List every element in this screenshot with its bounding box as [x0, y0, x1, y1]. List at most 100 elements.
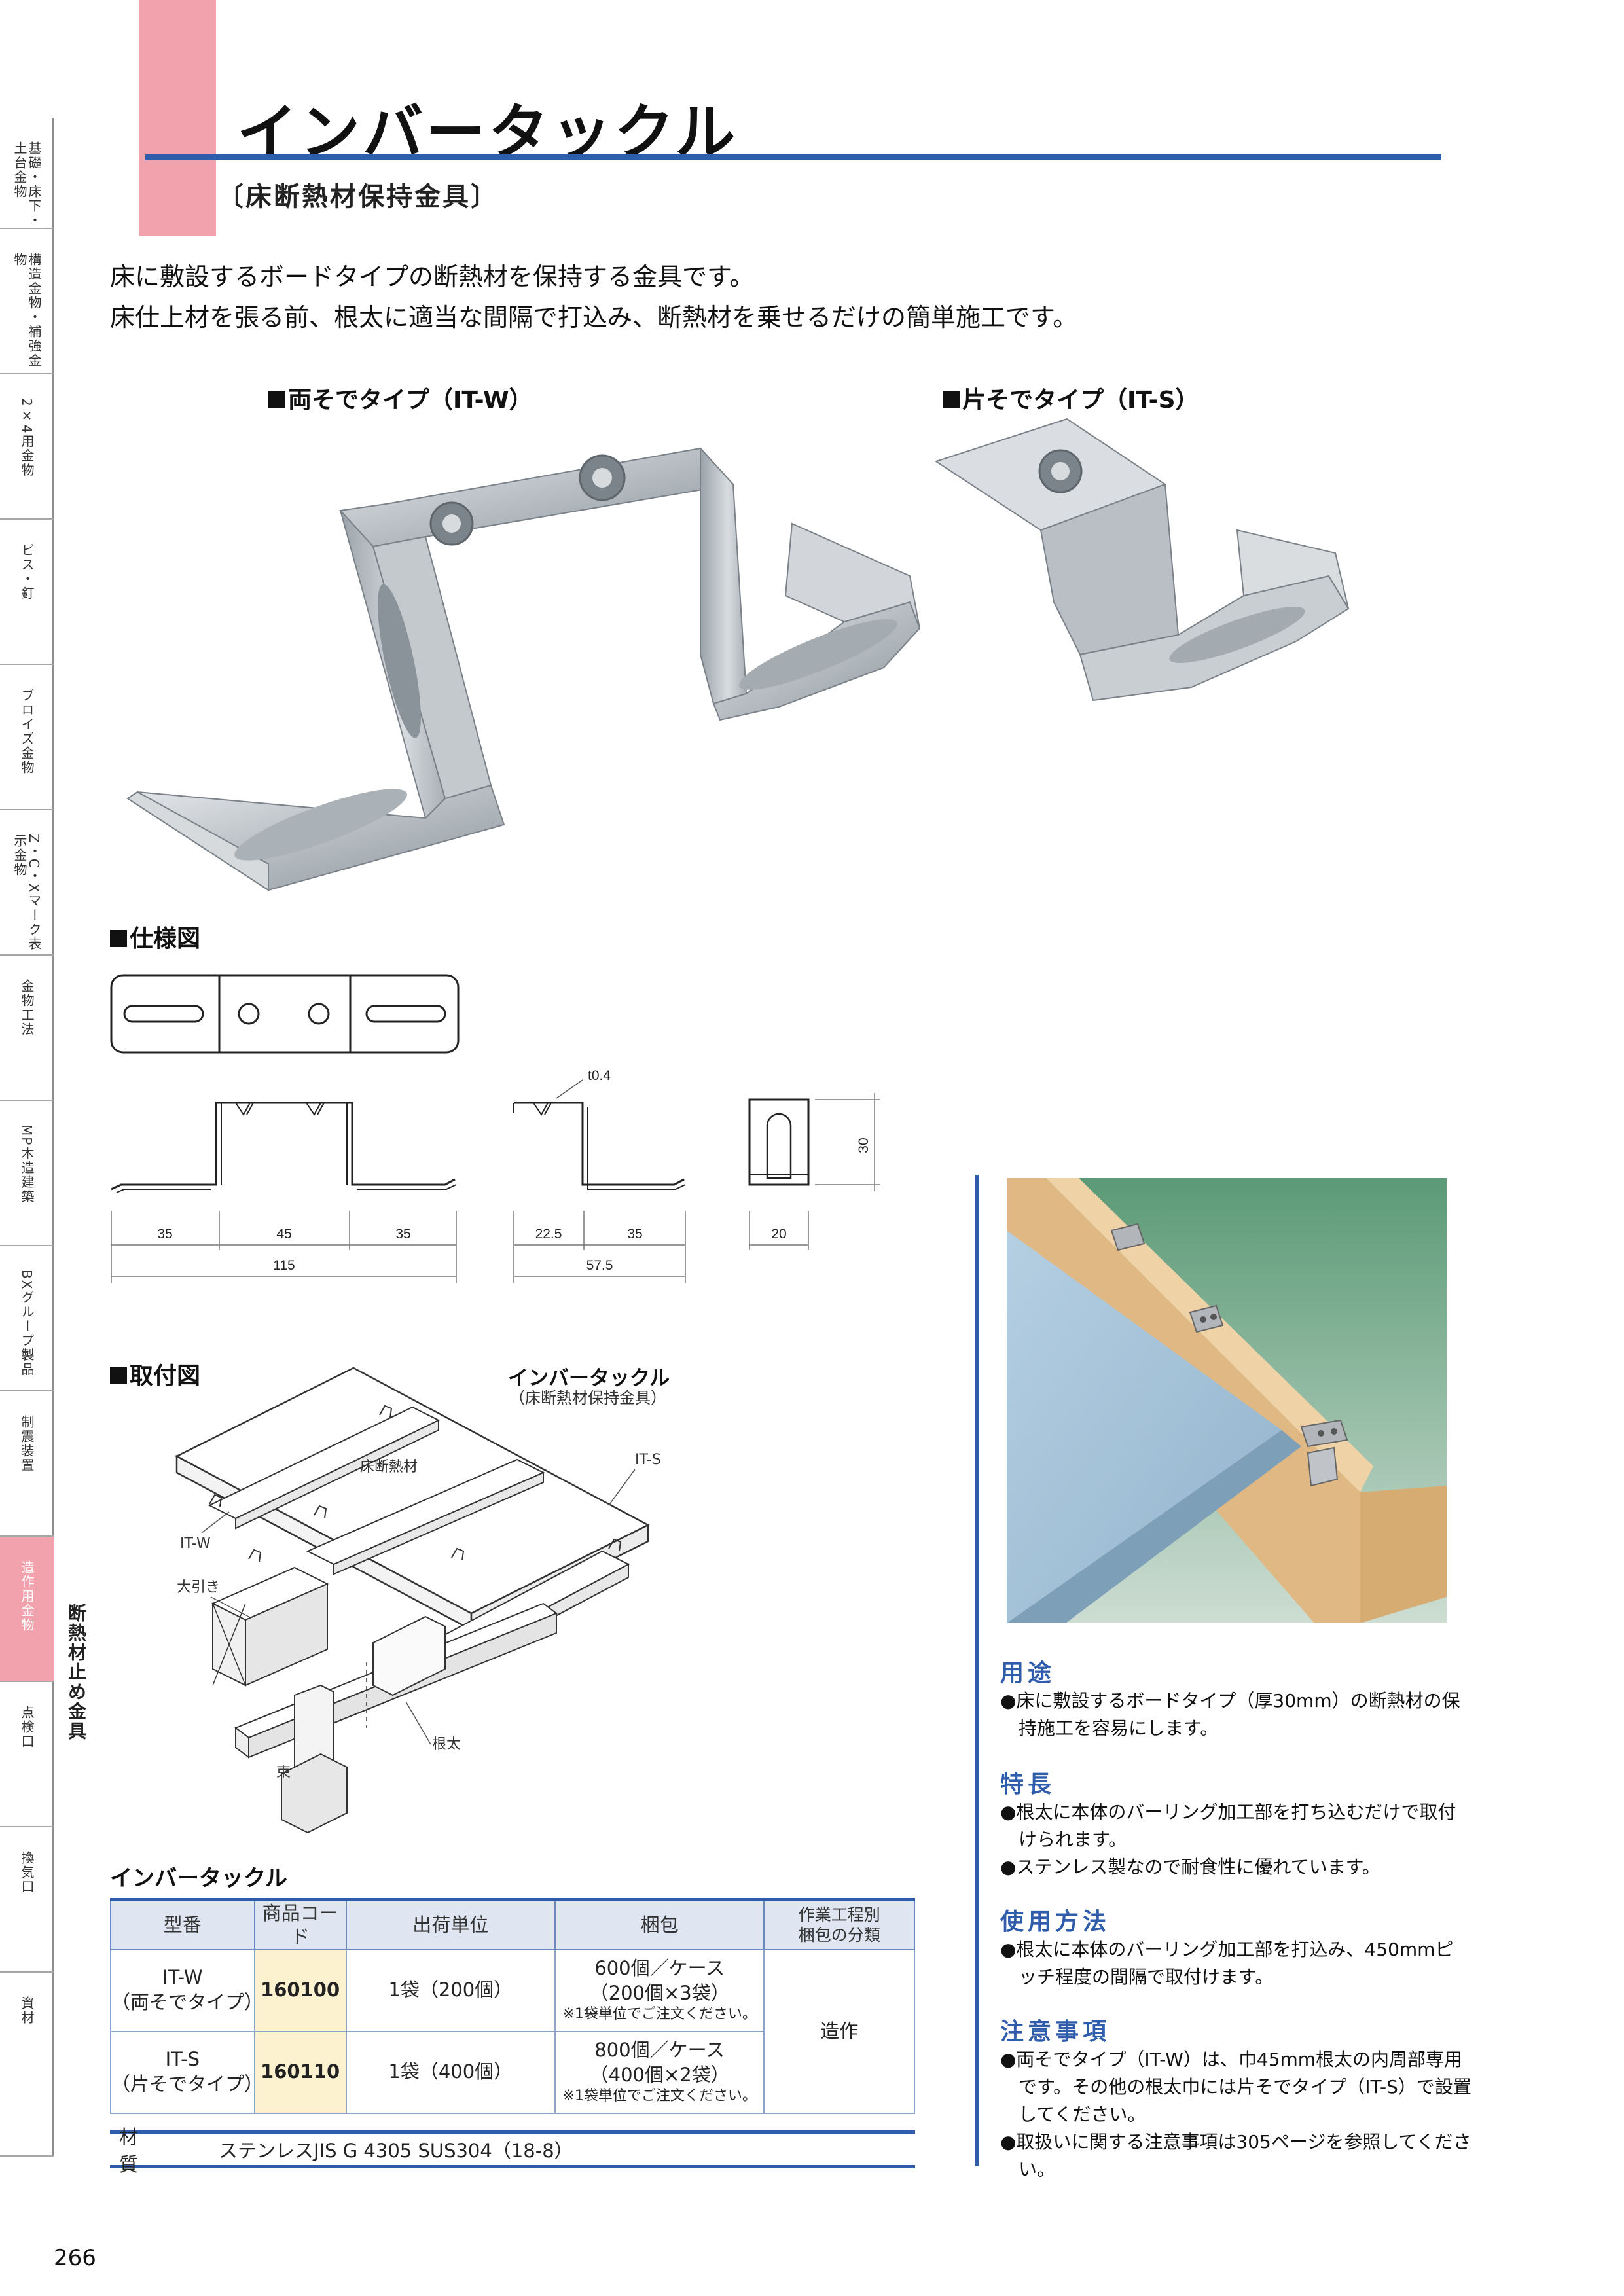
cell-code: 160100 [253, 1948, 347, 2032]
label-post: 束 [276, 1765, 291, 1781]
tab-brois[interactable]: ブロイズ金物 [0, 665, 54, 810]
installation-photo [1007, 1178, 1447, 1623]
tab-materials[interactable]: 資材 [0, 1973, 54, 2157]
usage-text: ●床に敷設するボードタイプ（厚30mm）の断熱材の保持施工を容易にします。 [1000, 1687, 1471, 1742]
cell-category: 造作 [763, 1948, 915, 2114]
pack-note: ※1袋単位でご注文ください。 [562, 2006, 757, 2023]
header-category: 作業工程別 梱包の分類 [763, 1898, 915, 1950]
features-heading: 特長 [1000, 1771, 1056, 1798]
tab-label: ビス・釘 [19, 543, 35, 601]
pack-text: 800個／ケース （400個×2袋） [589, 2039, 730, 2086]
header-unit: 出荷単位 [345, 1898, 556, 1950]
tab-screws[interactable]: ビス・釘 [0, 520, 54, 665]
tab-label: ブロイズ金物 [19, 689, 35, 775]
tab-foundation[interactable]: 基礎・床下・土台金物 [0, 118, 54, 229]
cell-code: 160110 [253, 2030, 347, 2114]
page-subtitle: 〔床断熱材保持金具〕 [217, 182, 499, 212]
table-row: IT-W （両そでタイプ） 160100 1袋（200個） 600個／ケース （… [110, 1948, 915, 2114]
material-row: 材 質 ステンレスJIS G 4305 SUS304（18-8） [110, 2126, 915, 2176]
intro-text: 床に敷設するボードタイプの断熱材を保持する金具です。 床仕上材を張る前、根太に適… [110, 257, 1077, 338]
dim-label: 35 [157, 1227, 172, 1242]
method-text: ●根太に本体のバーリング加工部を打込み、450mmピッチ程度の間隔で取付けます。 [1000, 1936, 1471, 1991]
tab-label: 構造金物・補強金物 [12, 253, 42, 368]
tab-method[interactable]: 金物工法 [0, 956, 54, 1101]
spec-drawing: 35 45 35 115 t0.4 22.5 35 57.5 30 20 [110, 974, 880, 1283]
header-pack: 梱包 [554, 1898, 765, 1950]
label-it-w: IT-W [180, 1535, 211, 1552]
caution-item: ●両そでタイプ（IT-W）は、巾45mm根太の内周部専用です。その他の根太巾には… [1000, 2049, 1471, 2125]
install-product-sub: （床断熱材保持金具） [509, 1389, 666, 1407]
title-rule [145, 154, 1441, 160]
dim-label: 45 [276, 1227, 291, 1242]
tab-label: Z・C・Xマーク表示金物 [12, 834, 42, 952]
cell-pack: 600個／ケース （200個×3袋） ※1袋単位でご注文ください。 [554, 1948, 765, 2032]
burring-slot [123, 1005, 204, 1023]
tab-label: 基礎・床下・土台金物 [12, 141, 42, 228]
dim-label: 22.5 [535, 1227, 562, 1242]
tab-label: MP木造建築 [19, 1124, 35, 1204]
material-value: ステンレスJIS G 4305 SUS304（18-8） [219, 2140, 573, 2162]
right-column-rule [975, 1175, 979, 2166]
thickness-label: t0.4 [588, 1068, 611, 1083]
tab-zcx[interactable]: Z・C・Xマーク表示金物 [0, 810, 54, 956]
intro-line: 床に敷設するボードタイプの断熱材を保持する金具です。 [110, 262, 755, 291]
category-label: 断熱材止め金具 [65, 1604, 87, 1741]
page-number: 266 [54, 2245, 96, 2271]
tab-label: 換気口 [19, 1851, 35, 1894]
tab-vent[interactable]: 換気口 [0, 1827, 54, 1973]
tab-bx[interactable]: BXグループ製品 [0, 1246, 54, 1391]
tab-2x4[interactable]: 2×4用金物 [0, 374, 54, 520]
install-drawing-label: 取付図 [130, 1363, 201, 1390]
table-title: インバータックル [110, 1865, 287, 1892]
tab-label: 点検口 [19, 1706, 35, 1749]
caution-text: ●両そでタイプ（IT-W）は、巾45mm根太の内周部専用です。その他の根太巾には… [1000, 2046, 1471, 2183]
usage-item: ●床に敷設するボードタイプ（厚30mm）の断熱材の保持施工を容易にします。 [1000, 1690, 1460, 1739]
dim-label: 35 [395, 1227, 410, 1242]
tab-label: 2×4用金物 [19, 398, 35, 478]
install-drawing: 床断熱材 IT-S IT-W 大引き 根太 束 [175, 1367, 661, 1834]
index-tabs: 基礎・床下・土台金物 構造金物・補強金物 2×4用金物 ビス・釘 ブロイズ金物 … [0, 118, 54, 2157]
cell-pack: 800個／ケース （400個×2袋） ※1袋単位でご注文ください。 [554, 2030, 765, 2114]
burring-slot [365, 1005, 446, 1023]
square-bullet-icon [943, 391, 960, 408]
cell-unit: 1袋（400個） [345, 2030, 556, 2114]
cell-unit: 1袋（200個） [345, 1948, 556, 2032]
table-row: IT-S （片そでタイプ） 160110 1袋（400個） 800個／ケース （… [110, 2030, 914, 2114]
feature-item: ●根太に本体のバーリング加工部を打ち込むだけで取付けられます。 [1000, 1801, 1456, 1850]
cell-model: IT-S （片そでタイプ） [110, 2030, 263, 2114]
it-w-section [111, 1102, 456, 1191]
spec-drawing-label: 仕様図 [130, 925, 201, 952]
square-bullet-icon [110, 1367, 127, 1384]
product-table: 型番 商品コード 出荷単位 梱包 作業工程別 梱包の分類 IT-W （両そでタイ… [110, 1898, 915, 2114]
product-heading-label: 両そでタイプ（IT-W） [288, 387, 533, 414]
dim-label: 57.5 [586, 1258, 613, 1273]
label-beam: 大引き [177, 1579, 220, 1596]
feature-item: ●ステンレス製なので耐食性に優れています。 [1000, 1856, 1380, 1878]
product-heading-single: 片そでタイプ（IT-S） [943, 381, 1199, 415]
tab-structural[interactable]: 構造金物・補強金物 [0, 229, 54, 374]
tab-label: BXグループ製品 [19, 1270, 35, 1377]
square-bullet-icon [268, 391, 285, 408]
tab-finishing[interactable]: 造作用金物 [0, 1537, 54, 1682]
tab-label: 制震装置 [19, 1415, 35, 1473]
tab-mp[interactable]: MP木造建築 [0, 1101, 54, 1246]
tab-label: 造作用金物 [19, 1560, 35, 1632]
dim-label: 20 [771, 1227, 786, 1242]
square-bullet-icon [110, 930, 127, 947]
caution-item: ●取扱いに関する注意事項は305ページを参照してください。 [1000, 2131, 1471, 2180]
pack-note: ※1袋単位でご注文ください。 [562, 2088, 757, 2105]
tab-inspection[interactable]: 点検口 [0, 1682, 54, 1827]
dim-label: 30 [856, 1138, 871, 1153]
caution-heading: 注意事項 [1000, 2018, 1111, 2045]
install-product-label: インバータックル [508, 1367, 670, 1390]
side-view [748, 1098, 810, 1186]
material-label: 材 質 [119, 2126, 187, 2176]
install-drawing-heading: 取付図 [110, 1357, 200, 1391]
header-model: 型番 [110, 1898, 255, 1950]
header-accent [139, 0, 216, 236]
label-it-s: IT-S [635, 1452, 661, 1468]
tab-damper[interactable]: 制震装置 [0, 1391, 54, 1537]
it-s-section [514, 1102, 685, 1186]
tab-label: 金物工法 [19, 979, 35, 1037]
dim-label: 35 [627, 1227, 642, 1242]
